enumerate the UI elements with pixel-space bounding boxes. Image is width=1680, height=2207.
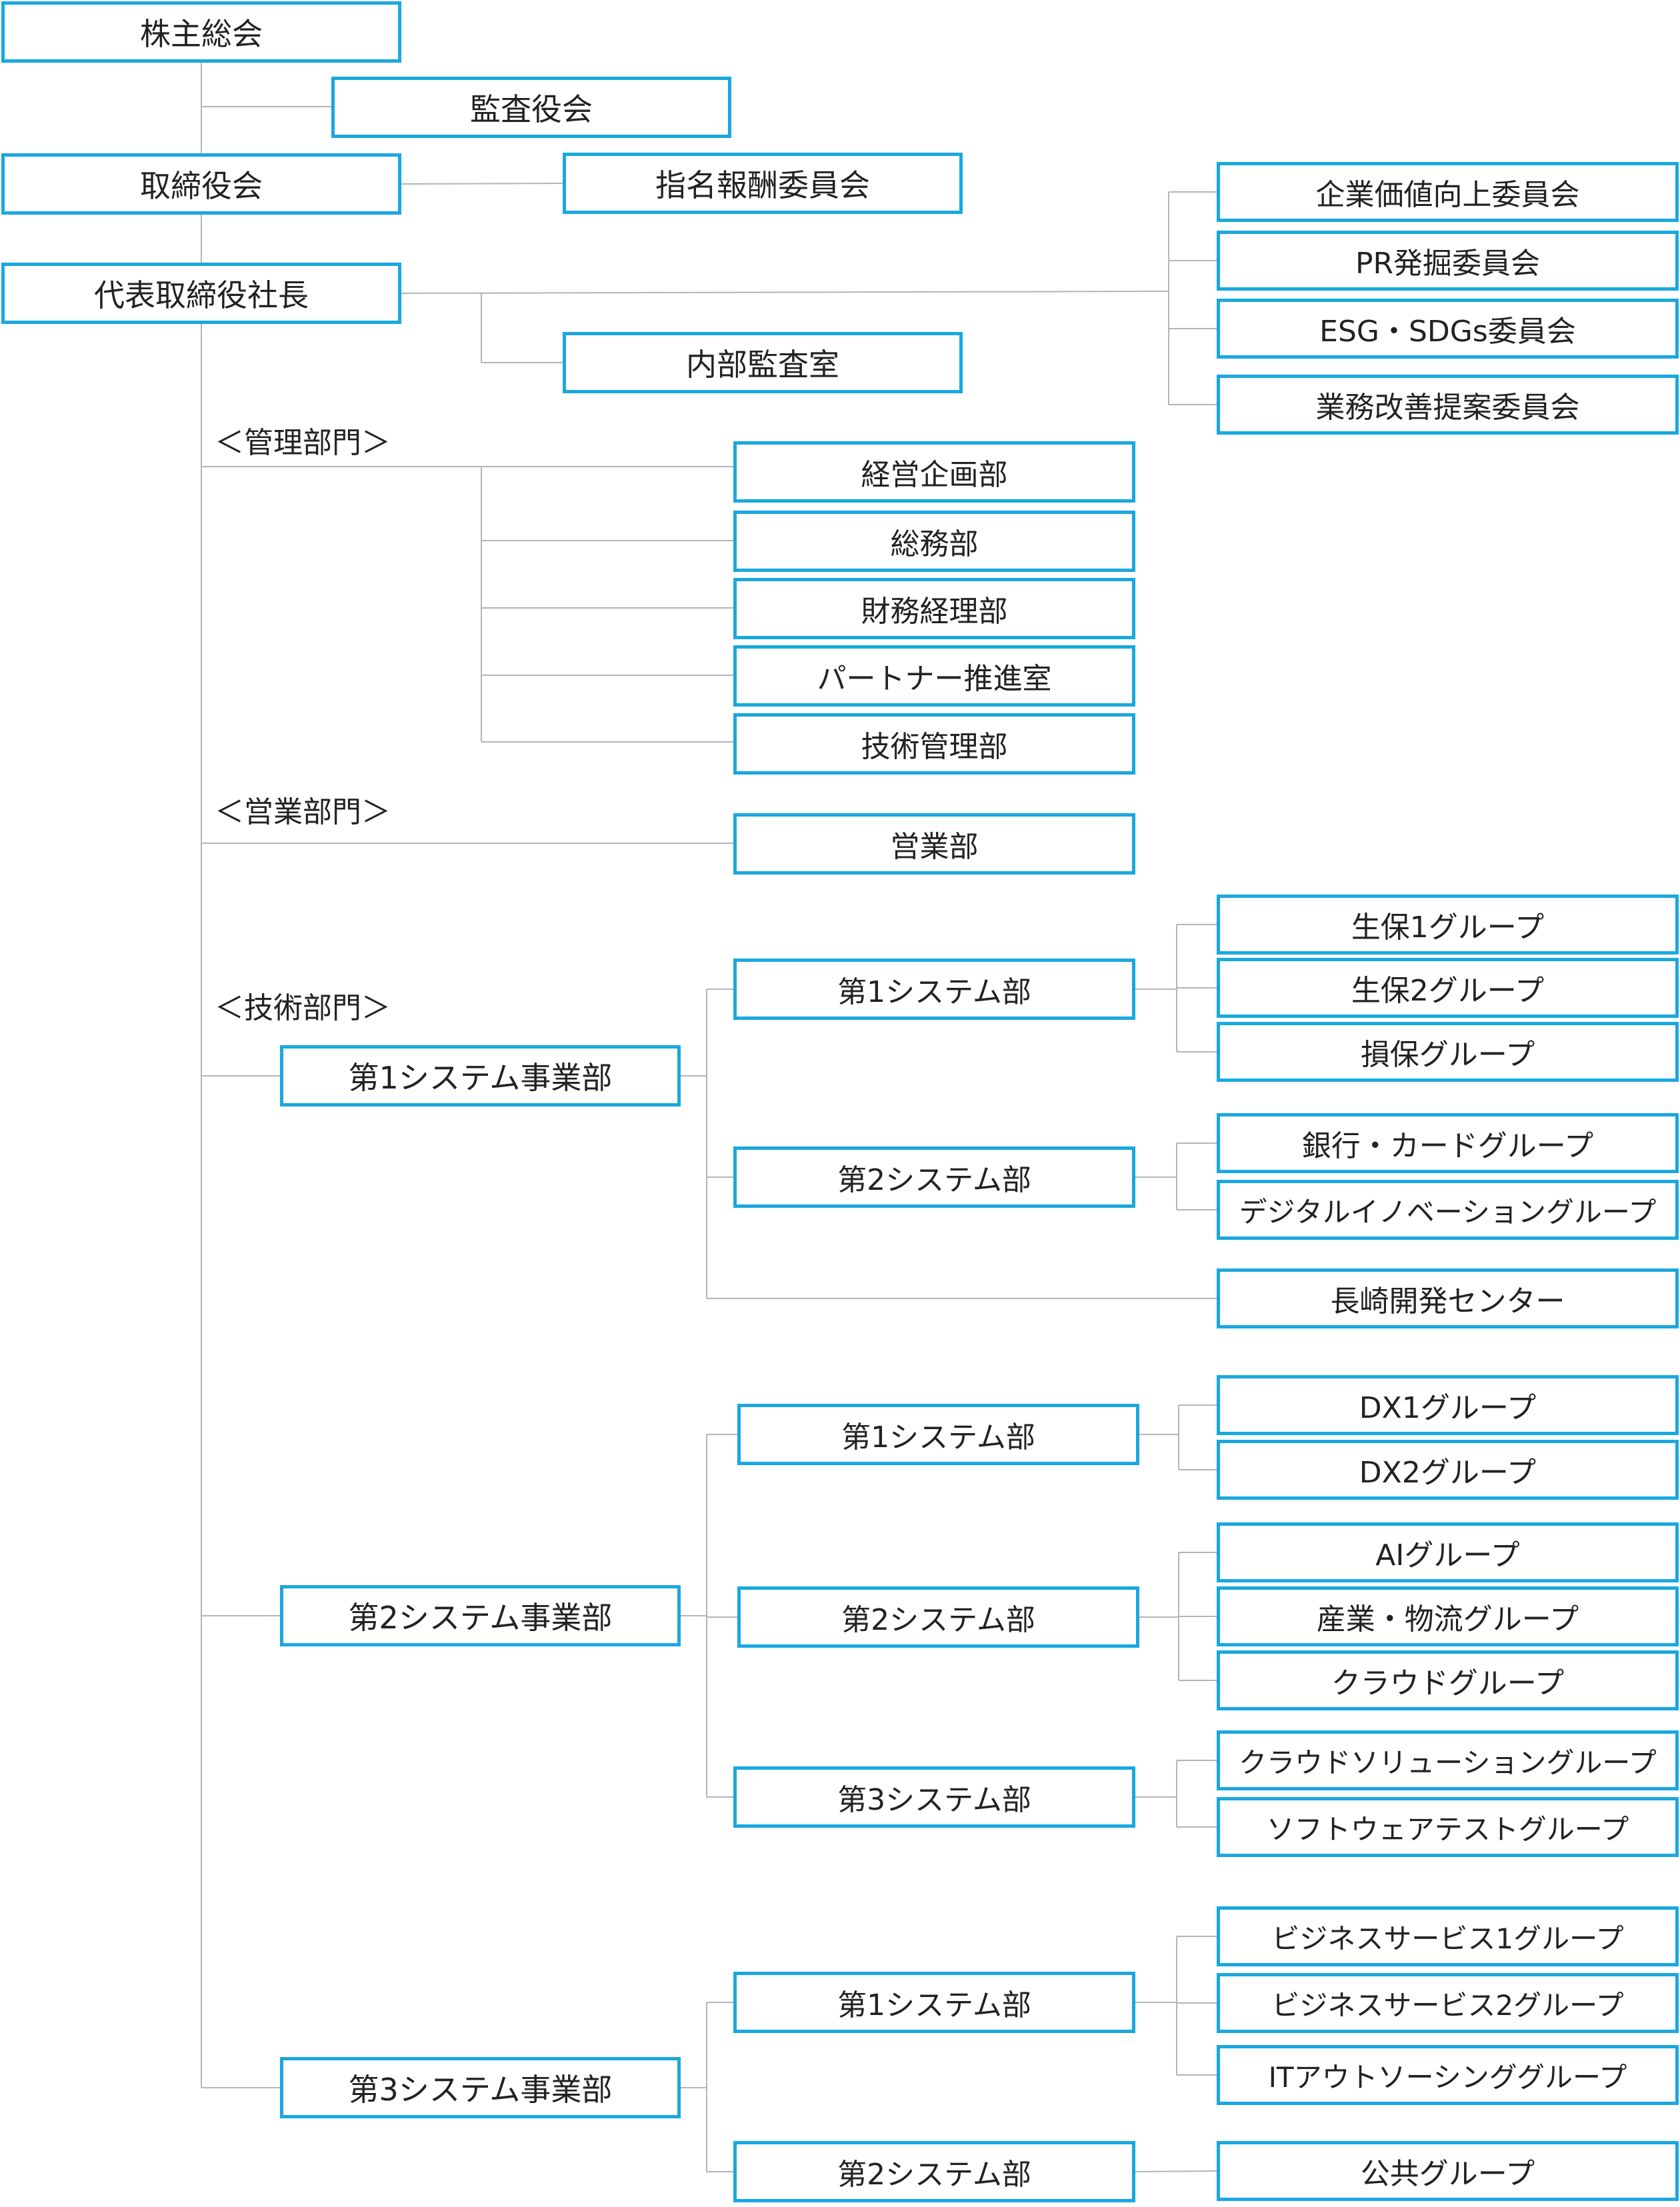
- box-label: ITアウトソーシンググループ: [1268, 2060, 1627, 2094]
- group-box: デジタルイノベーショングループ: [1217, 1180, 1679, 1240]
- division-3-box: 第3システム事業部: [280, 2057, 681, 2118]
- box-label: 第1システム部: [841, 1420, 1035, 1454]
- box-label: 企業価値向上委員会: [1315, 178, 1580, 212]
- admin-dept-box: 経営企画部: [733, 441, 1135, 503]
- div2-dept2-box: 第2システム部: [737, 1586, 1139, 1648]
- box-label: 営業部: [890, 830, 979, 864]
- box-label: ESG・SDGs委員会: [1319, 315, 1576, 349]
- group-box: 銀行・カードグループ: [1217, 1113, 1679, 1173]
- admin-dept-box: 技術管理部: [733, 713, 1135, 775]
- admin-dept-box: 総務部: [733, 511, 1135, 572]
- box-label: 第3システム部: [837, 1783, 1031, 1817]
- box-label: AIグループ: [1375, 1538, 1520, 1572]
- div1-dept1-box: 第1システム部: [733, 959, 1135, 1020]
- division-1-box: 第1システム事業部: [280, 1045, 681, 1106]
- box-label: ビジネスサービス1グループ: [1271, 1922, 1624, 1955]
- audit-board-box: 監査役会: [331, 77, 731, 138]
- connector-line: [1135, 2170, 1217, 2172]
- division-2-box: 第2システム事業部: [280, 1585, 681, 1646]
- president-box: 代表取締役社長: [1, 263, 401, 324]
- tech-section-label: ＜技術部門＞: [215, 991, 391, 1025]
- admin-dept-box: パートナー推進室: [733, 645, 1135, 707]
- nomination-committee-box: 指名報酬委員会: [563, 153, 963, 214]
- box-label: DX2グループ: [1359, 1456, 1537, 1490]
- box-label: ソフトウェアテストグループ: [1266, 1812, 1629, 1846]
- box-label: 総務部: [890, 527, 979, 561]
- group-box: ビジネスサービス2グループ: [1217, 1973, 1679, 2033]
- box-label: PR発掘委員会: [1355, 247, 1541, 281]
- group-box: AIグループ: [1217, 1522, 1679, 1582]
- board-of-directors-box: 取締役会: [1, 153, 401, 215]
- box-label: デジタルイノベーショングループ: [1239, 1195, 1657, 1228]
- box-label: 財務経理部: [861, 595, 1008, 629]
- box-label: パートナー推進室: [817, 662, 1052, 696]
- div3-dept2-box: 第2システム部: [733, 2141, 1135, 2202]
- box-label: 取締役会: [140, 168, 263, 204]
- box-label: 第1システム部: [837, 1988, 1031, 2022]
- box-label: 内部監査室: [686, 347, 839, 383]
- box-label: 第2システム部: [841, 1603, 1035, 1637]
- box-label: 経営企画部: [861, 458, 1008, 492]
- box-label: 第3システム事業部: [348, 2072, 613, 2108]
- group-box: ビジネスサービス1グループ: [1217, 1906, 1679, 1966]
- committee-corporate-value-box: 企業価値向上委員会: [1217, 162, 1679, 222]
- box-label: クラウドグループ: [1331, 1666, 1565, 1700]
- committee-pr-box: PR発掘委員会: [1217, 231, 1679, 291]
- group-box: 生保2グループ: [1217, 958, 1679, 1018]
- box-label: 第1システム部: [837, 975, 1031, 1009]
- internal-audit-box: 内部監査室: [563, 332, 963, 393]
- div2-dept3-box: 第3システム部: [733, 1766, 1135, 1828]
- box-label: 銀行・カードグループ: [1301, 1129, 1594, 1163]
- box-label: 第1システム事業部: [348, 1060, 613, 1096]
- box-label: 技術管理部: [861, 730, 1008, 764]
- box-label: 公共グループ: [1360, 2157, 1535, 2191]
- box-label: 第2システム事業部: [348, 1600, 613, 1636]
- box-label: 産業・物流グループ: [1316, 1602, 1579, 1636]
- box-label: 監査役会: [470, 91, 593, 127]
- group-box: ソフトウェアテストグループ: [1217, 1797, 1679, 1857]
- group-box: クラウドグループ: [1217, 1650, 1679, 1710]
- box-label: 代表取締役社長: [94, 277, 309, 313]
- connector-line: [401, 291, 1169, 294]
- committee-esg-box: ESG・SDGs委員会: [1217, 299, 1679, 359]
- box-label: 株主総会: [140, 16, 263, 52]
- box-label: DX1グループ: [1359, 1391, 1537, 1425]
- connector-line: [401, 183, 563, 185]
- div3-dept1-box: 第1システム部: [733, 1972, 1135, 2033]
- div1-dept2-box: 第2システム部: [733, 1146, 1135, 1208]
- group-box: 産業・物流グループ: [1217, 1586, 1679, 1646]
- nagasaki-center-box: 長崎開発センター: [1217, 1268, 1679, 1328]
- group-box: 生保1グループ: [1217, 895, 1679, 955]
- admin-section-label: ＜管理部門＞: [215, 426, 391, 460]
- sales-section-label: ＜営業部門＞: [215, 795, 391, 829]
- committee-improvement-box: 業務改善提案委員会: [1217, 375, 1679, 435]
- group-box: 損保グループ: [1217, 1022, 1679, 1082]
- sales-dept-box: 営業部: [733, 813, 1135, 875]
- group-box: クラウドソリューショングループ: [1217, 1730, 1679, 1790]
- box-label: 指名報酬委員会: [655, 167, 870, 203]
- box-label: ビジネスサービス2グループ: [1271, 1988, 1624, 2022]
- box-label: 生保2グループ: [1351, 974, 1545, 1008]
- admin-dept-box: 財務経理部: [733, 578, 1135, 639]
- box-label: クラウドソリューショングループ: [1239, 1746, 1657, 1779]
- box-label: 第2システム部: [837, 1163, 1031, 1197]
- group-box: DX1グループ: [1217, 1375, 1679, 1435]
- group-box: ITアウトソーシンググループ: [1217, 2045, 1679, 2105]
- box-label: 損保グループ: [1360, 1038, 1535, 1072]
- group-box: DX2グループ: [1217, 1440, 1679, 1500]
- box-label: 業務改善提案委員会: [1315, 391, 1580, 425]
- div2-dept1-box: 第1システム部: [737, 1404, 1139, 1465]
- group-box: 公共グループ: [1217, 2141, 1679, 2201]
- box-label: 第2システム部: [837, 2158, 1031, 2192]
- box-label: 生保1グループ: [1351, 911, 1545, 945]
- shareholders-meeting-box: 株主総会: [1, 1, 401, 63]
- box-label: 長崎開発センター: [1330, 1284, 1565, 1318]
